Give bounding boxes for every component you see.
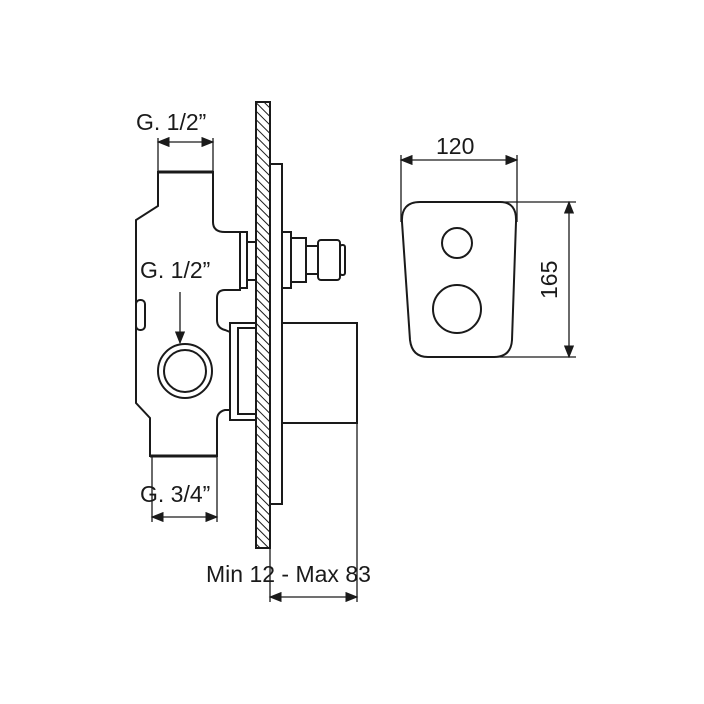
right-connector-flange: [281, 231, 292, 289]
plate-height-label: 165: [536, 261, 562, 299]
cartridge-rear-inner: [237, 327, 257, 415]
right-connector-stem: [305, 245, 319, 275]
valve-body: [135, 171, 241, 457]
side-inlet-inner: [163, 349, 207, 393]
bottom-outlet-label: G. 3/4”: [140, 481, 210, 507]
cartridge-rear: [229, 322, 257, 421]
handle-body: [281, 322, 358, 424]
left-connector: [246, 241, 257, 281]
left-connector-flange: [239, 231, 248, 289]
diverter-knob: [441, 227, 473, 259]
top-inlet-label: G. 1/2”: [136, 109, 206, 135]
right-connector-tip: [339, 244, 346, 276]
right-connector-cap: [317, 239, 341, 281]
mounting-slot: [135, 299, 146, 331]
cover-plate-side: [269, 163, 283, 505]
wall-section: [255, 101, 271, 549]
thermostat-knob: [432, 284, 482, 334]
plate-width-label: 120: [436, 133, 474, 159]
right-connector-body: [290, 237, 307, 283]
side-inlet-outer: [157, 343, 213, 399]
wall-depth-label: Min 12 - Max 83: [206, 561, 371, 587]
side-inlet-label: G. 1/2”: [140, 257, 210, 283]
